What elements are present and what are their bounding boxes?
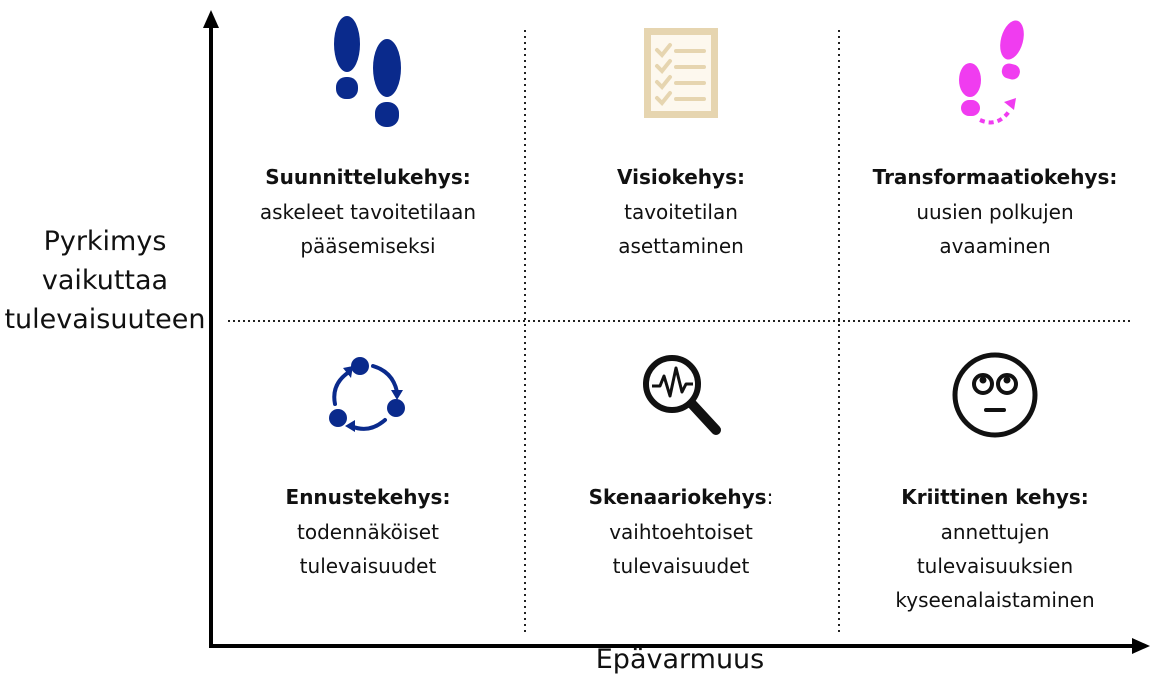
frame-title: Visiokehys: bbox=[617, 165, 745, 189]
frame-title: Ennustekehys: bbox=[285, 485, 451, 509]
frame-description: tavoitetilan asettaminen bbox=[618, 200, 744, 258]
cycle-arrows-icon bbox=[329, 357, 405, 432]
checklist-icon bbox=[644, 28, 718, 118]
frame-description: annettujen tulevaisuuksien kyseenalaista… bbox=[895, 520, 1095, 612]
frame-description: todennäköiset tulevaisuudet bbox=[297, 520, 439, 578]
frame-cell-skenaariokehys: Skenaariokehys: vaihtoehtoiset tulevaisu… bbox=[536, 350, 826, 583]
frame-cell-transformaatiokehys: Transformaatiokehys: uusien polkujen ava… bbox=[850, 14, 1140, 263]
y-axis-label-line-2: vaikuttaa bbox=[41, 265, 169, 296]
frame-description: vaihtoehtoiset tulevaisuudet bbox=[609, 520, 753, 578]
frame-cell-kriittinen-kehys: Kriittinen kehys: annettujen tulevaisuuk… bbox=[850, 350, 1140, 617]
y-axis-label-line-1: Pyrkimys bbox=[43, 226, 167, 257]
y-axis-label-line-3: tulevaisuuteen bbox=[4, 304, 206, 335]
footprints-turn-icon bbox=[959, 20, 1024, 125]
frame-cell-visiokehys: Visiokehys: tavoitetilan asettaminen bbox=[536, 14, 826, 263]
x-axis-arrowhead bbox=[1132, 638, 1150, 654]
eye-roll-face-icon bbox=[952, 352, 1038, 438]
frame-title-suffix: : bbox=[766, 485, 774, 509]
frame-description: uusien polkujen avaaminen bbox=[916, 200, 1074, 258]
frame-description: askeleet tavoitetilaan pääsemiseksi bbox=[259, 200, 477, 258]
frame-cell-suunnittelukehys: Suunnittelukehys: askeleet tavoitetilaan… bbox=[223, 14, 513, 263]
y-axis-label: Pyrkimys vaikuttaa tulevaisuuteen bbox=[0, 222, 210, 339]
y-axis-arrowhead bbox=[203, 10, 219, 28]
frame-title: Suunnittelukehys: bbox=[265, 165, 471, 189]
frame-title: Skenaariokehys: bbox=[536, 480, 826, 515]
footprints-icon bbox=[334, 16, 401, 127]
frame-title: Transformaatiokehys: bbox=[872, 165, 1118, 189]
frame-cell-ennustekehys: Ennustekehys: todennäköiset tulevaisuude… bbox=[223, 350, 513, 583]
frame-title-text: Skenaariokehys bbox=[588, 485, 767, 509]
frame-title: Kriittinen kehys: bbox=[901, 485, 1089, 509]
magnifier-signal-icon bbox=[643, 355, 721, 435]
x-axis-label: Epävarmuus bbox=[595, 644, 765, 675]
